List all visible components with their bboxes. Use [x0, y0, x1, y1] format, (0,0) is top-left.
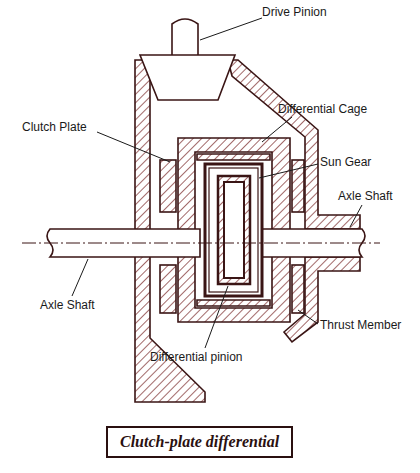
- thrust-member: [197, 154, 270, 306]
- leader-line: [350, 205, 362, 227]
- leader-line: [298, 310, 318, 324]
- clutch-plate: [160, 265, 176, 313]
- clutch-plate: [160, 160, 176, 212]
- center-line: [22, 243, 380, 244]
- leader-line: [200, 18, 262, 40]
- figure-caption: Clutch-plate differential: [106, 426, 293, 458]
- pinion-pin: [224, 182, 244, 278]
- part-label: Axle Shaft: [338, 189, 393, 203]
- clutch-plate: [292, 265, 304, 313]
- pinion-shaft: [172, 19, 198, 55]
- leader-line: [259, 164, 318, 178]
- leader-line: [72, 259, 88, 296]
- leader-line: [97, 132, 170, 162]
- leader-line: [262, 117, 292, 142]
- part-label: Thrust Member: [320, 318, 401, 332]
- part-label: Differential Cage: [278, 102, 367, 116]
- differential-pinion: [218, 176, 250, 284]
- part-label: Differential pinion: [150, 350, 243, 364]
- sun-gear: [205, 164, 262, 296]
- part-label: Clutch Plate: [22, 120, 87, 134]
- part-label: Sun Gear: [320, 155, 371, 169]
- leader-line: [205, 286, 228, 348]
- drive-pinion-gear: [140, 55, 235, 100]
- part-label: Axle Shaft: [40, 298, 95, 312]
- part-label: Drive Pinion: [262, 5, 327, 19]
- sun-gear-inner: [209, 168, 258, 292]
